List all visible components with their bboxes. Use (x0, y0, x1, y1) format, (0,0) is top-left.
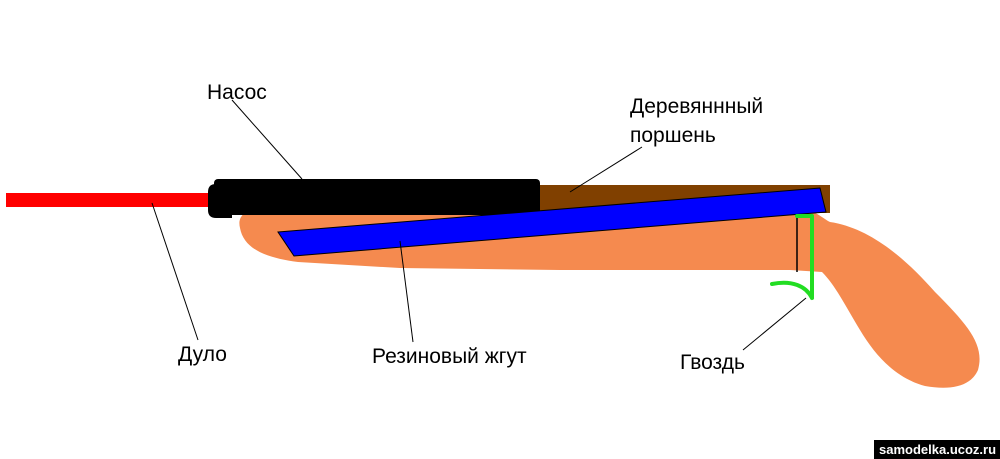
stock-body (239, 206, 980, 388)
barrel-leader-line (151, 202, 199, 341)
barrel-label: Дуло (178, 343, 227, 366)
rubber-band-outline (277, 187, 827, 257)
rubber-band-label: Резиновый жгут (372, 345, 527, 368)
nail-leader-line (742, 297, 807, 351)
barrel (6, 193, 214, 207)
pump (214, 179, 540, 215)
pump-leader-line (231, 99, 303, 180)
rubber-band (278, 188, 826, 256)
watermark-background (874, 440, 1000, 459)
nail (770, 214, 814, 300)
rubber-band-leader-line (399, 240, 414, 343)
piston-label-line2: поршень (630, 124, 716, 147)
nail-label: Гвоздь (680, 351, 745, 374)
piston-label-line1: Деревяннный (630, 95, 763, 118)
pump-label: Насос (207, 81, 267, 104)
watermark-text: samodelka.ucoz.ru (879, 442, 996, 457)
piston-leader-line (569, 146, 643, 193)
